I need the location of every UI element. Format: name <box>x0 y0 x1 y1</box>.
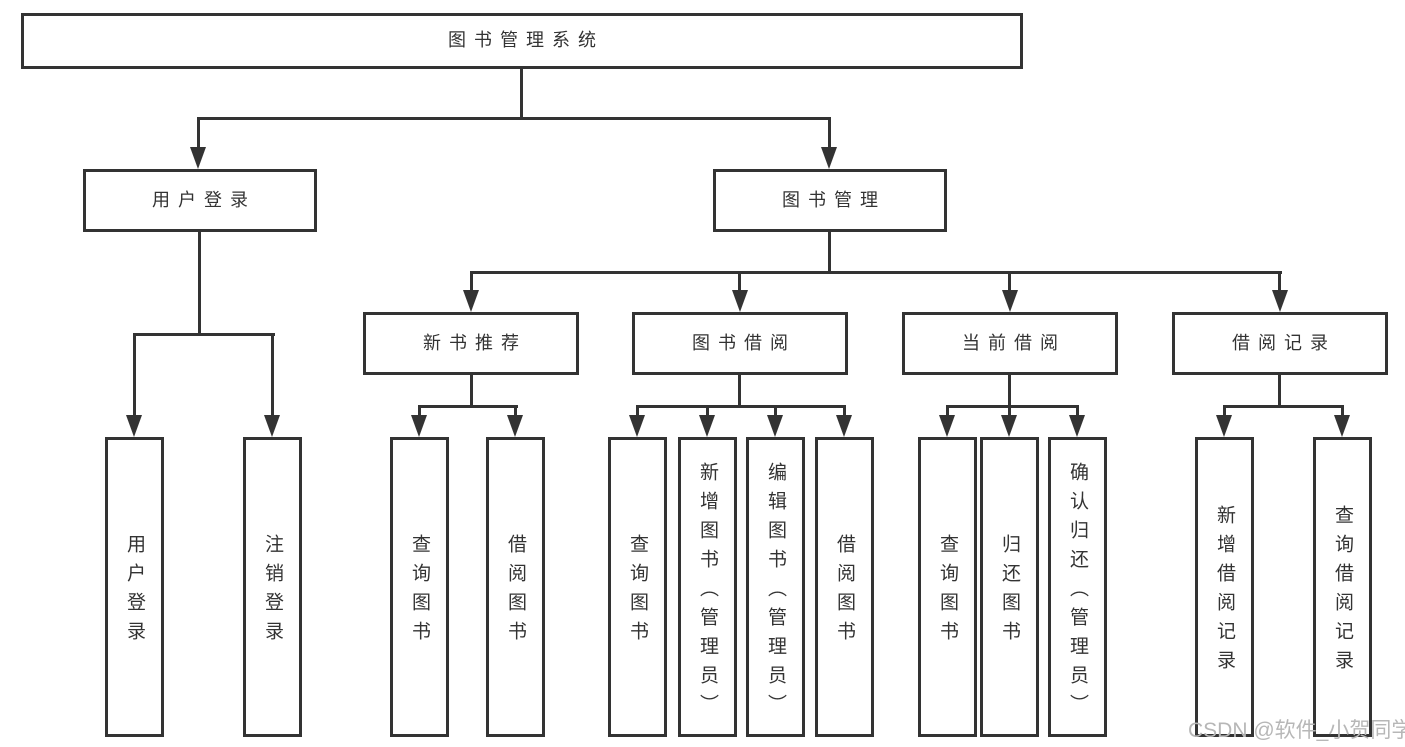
connector-cb-shaft-3 <box>1076 405 1079 418</box>
arrowhead-icon <box>836 415 852 437</box>
connector-bb-stem <box>738 375 741 407</box>
node-label: 图书管理系统 <box>448 30 604 51</box>
arrowhead-icon <box>767 415 783 437</box>
connector-nbr-shaft-1 <box>418 405 421 418</box>
node-label: 借阅图书 <box>505 534 526 650</box>
node-label: 新书推荐 <box>423 332 527 353</box>
connector-br-shaft-1 <box>1223 405 1226 418</box>
arrowhead-icon <box>1334 415 1350 437</box>
node-new-book-recommendation: 新书推荐 <box>363 312 579 375</box>
connector-userlogin-shaft-1 <box>133 333 136 417</box>
node-label: 确认归还（管理员） <box>1067 461 1088 723</box>
arrowhead-icon <box>126 415 142 437</box>
connector-br-branch <box>1223 405 1344 408</box>
connector-bookmgmt-branch <box>470 271 1282 274</box>
arrowhead-icon <box>411 415 427 437</box>
connector-bookmgmt-shaft-1 <box>470 271 473 294</box>
arrowhead-icon <box>1001 415 1017 437</box>
connector-nbr-branch <box>418 405 518 408</box>
connector-userlogin-shaft-2 <box>271 333 274 417</box>
leaf-nbr-query-books: 查询图书 <box>390 437 449 737</box>
node-label: 新增借阅记录 <box>1214 505 1235 679</box>
leaf-bb-add-books-admin: 新增图书（管理员） <box>678 437 737 737</box>
connector-bb-shaft-4 <box>843 405 846 418</box>
connector-br-shaft-2 <box>1341 405 1344 418</box>
node-label: 编辑图书（管理员） <box>765 461 786 723</box>
connector-bb-shaft-1 <box>636 405 639 418</box>
node-current-borrowing: 当前借阅 <box>902 312 1118 375</box>
node-label: 查询图书 <box>627 534 648 650</box>
connector-cb-branch <box>946 405 1079 408</box>
connector-nbr-shaft-2 <box>514 405 517 418</box>
connector-bb-shaft-3 <box>774 405 777 418</box>
arrowhead-icon <box>1002 290 1018 312</box>
connector-root-branch <box>197 117 831 120</box>
arrowhead-icon <box>1216 415 1232 437</box>
leaf-br-add-borrow-record: 新增借阅记录 <box>1195 437 1254 737</box>
leaf-user-login: 用户登录 <box>105 437 164 737</box>
leaf-bb-query-books: 查询图书 <box>608 437 667 737</box>
connector-root-stem <box>520 69 523 118</box>
arrowhead-icon <box>699 415 715 437</box>
connector-bookmgmt-shaft-3 <box>1008 271 1011 294</box>
connector-br-stem <box>1278 375 1281 407</box>
node-label: 查询图书 <box>409 534 430 650</box>
connector-bb-branch <box>636 405 846 408</box>
leaf-cb-return-books: 归还图书 <box>980 437 1039 737</box>
connector-cb-stem <box>1008 375 1011 407</box>
arrowhead-icon <box>732 290 748 312</box>
arrowhead-icon <box>629 415 645 437</box>
arrowhead-icon <box>463 290 479 312</box>
arrowhead-icon <box>264 415 280 437</box>
arrowhead-icon <box>1069 415 1085 437</box>
connector-cb-shaft-1 <box>946 405 949 418</box>
node-label: 查询图书 <box>937 534 958 650</box>
arrowhead-icon <box>821 147 837 169</box>
node-book-management: 图书管理 <box>713 169 947 232</box>
arrowhead-icon <box>1272 290 1288 312</box>
node-borrowing-records: 借阅记录 <box>1172 312 1388 375</box>
watermark-text: CSDN @软件_小贺同学 <box>1188 719 1405 742</box>
connector-bookmgmt-stem <box>828 232 831 273</box>
node-label: 借阅图书 <box>834 534 855 650</box>
leaf-logout: 注销登录 <box>243 437 302 737</box>
connector-cb-shaft-2 <box>1008 405 1011 418</box>
node-label: 注销登录 <box>262 534 283 650</box>
node-label: 用户登录 <box>152 189 256 210</box>
connector-bookmgmt-shaft-2 <box>738 271 741 294</box>
connector-nbr-stem <box>470 375 473 407</box>
node-library-management-system: 图书管理系统 <box>21 13 1023 69</box>
node-label: 图书管理 <box>782 189 886 210</box>
node-label: 当前借阅 <box>962 332 1066 353</box>
connector-userlogin-branch <box>133 333 275 336</box>
arrowhead-icon <box>507 415 523 437</box>
connector-bb-shaft-2 <box>706 405 709 418</box>
leaf-cb-confirm-return-admin: 确认归还（管理员） <box>1048 437 1107 737</box>
node-label: 查询借阅记录 <box>1332 505 1353 679</box>
node-label: 归还图书 <box>999 534 1020 650</box>
arrowhead-icon <box>190 147 206 169</box>
node-label: 图书借阅 <box>692 332 796 353</box>
node-label: 新增图书（管理员） <box>697 461 718 723</box>
leaf-nbr-borrow-books: 借阅图书 <box>486 437 545 737</box>
connector-userlogin-stem <box>198 232 201 335</box>
leaf-bb-borrow-books: 借阅图书 <box>815 437 874 737</box>
connector-root-right-shaft <box>828 117 831 149</box>
node-label: 借阅记录 <box>1232 332 1336 353</box>
node-user-login: 用户登录 <box>83 169 317 232</box>
leaf-br-query-borrow-record: 查询借阅记录 <box>1313 437 1372 737</box>
connector-root-left-shaft <box>197 117 200 149</box>
leaf-cb-query-books: 查询图书 <box>918 437 977 737</box>
arrowhead-icon <box>939 415 955 437</box>
node-book-borrowing: 图书借阅 <box>632 312 848 375</box>
leaf-bb-edit-books-admin: 编辑图书（管理员） <box>746 437 805 737</box>
node-label: 用户登录 <box>124 534 145 650</box>
connector-bookmgmt-shaft-4 <box>1278 271 1281 294</box>
